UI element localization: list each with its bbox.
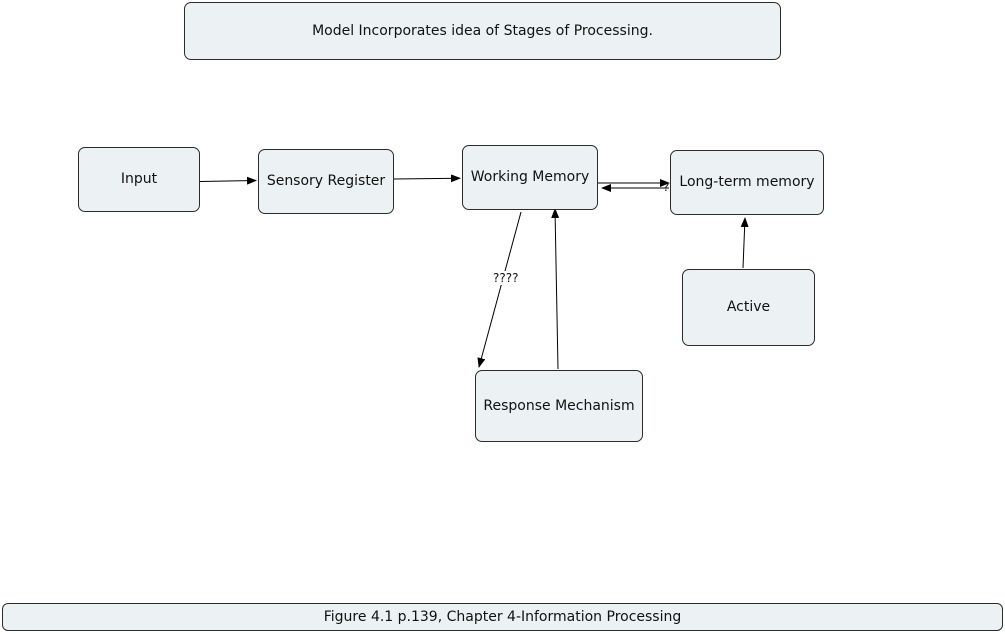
edge-working-memory-to-response-mechanism bbox=[477, 211, 522, 368]
edge-active-to-long-term-memory bbox=[740, 217, 749, 269]
node-response-mechanism[interactable]: Response Mechanism bbox=[475, 370, 643, 442]
edge-input-to-sensory-register bbox=[199, 176, 257, 185]
figure-caption: Figure 4.1 p.139, Chapter 4-Information … bbox=[323, 608, 682, 625]
edge-label-ltm-to-wm: ? bbox=[663, 180, 670, 194]
edge-label-wm-to-response: ???? bbox=[492, 271, 520, 285]
node-active-label: Active bbox=[726, 299, 771, 316]
node-sensory-register[interactable]: Sensory Register bbox=[258, 149, 394, 214]
node-working-memory[interactable]: Working Memory bbox=[462, 145, 598, 210]
node-sensory-register-label: Sensory Register bbox=[266, 173, 386, 190]
node-working-memory-label: Working Memory bbox=[470, 169, 590, 186]
node-input-label: Input bbox=[120, 171, 158, 188]
node-input[interactable]: Input bbox=[78, 147, 200, 212]
node-active[interactable]: Active bbox=[682, 269, 815, 346]
edge-response-mechanism-to-working-memory bbox=[551, 208, 560, 370]
diagram-title-box: Model Incorporates idea of Stages of Pro… bbox=[184, 2, 781, 60]
node-response-mechanism-label: Response Mechanism bbox=[483, 397, 635, 414]
figure-caption-box: Figure 4.1 p.139, Chapter 4-Information … bbox=[2, 603, 1003, 631]
node-long-term-memory-label: Long-term memory bbox=[679, 174, 815, 191]
diagram-title: Model Incorporates idea of Stages of Pro… bbox=[312, 22, 653, 39]
edge-sensory-register-to-working-memory bbox=[393, 174, 461, 183]
node-long-term-memory[interactable]: Long-term memory bbox=[670, 150, 824, 215]
